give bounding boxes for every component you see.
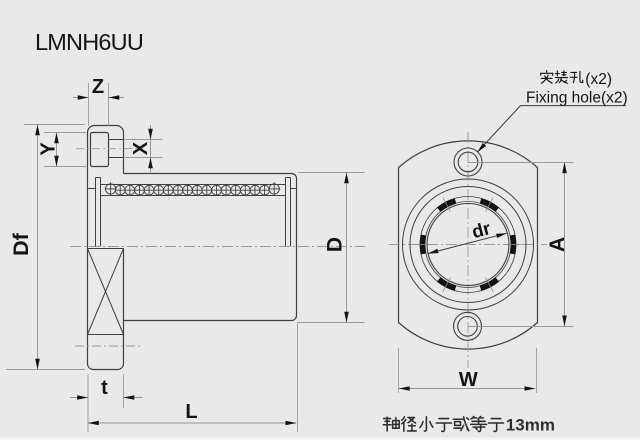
svg-text:13mm: 13mm <box>506 416 555 435</box>
svg-text:Df: Df <box>9 232 33 256</box>
svg-text:A: A <box>546 237 569 252</box>
svg-text:dr: dr <box>469 217 492 242</box>
svg-text:(x2): (x2) <box>585 71 612 88</box>
svg-text:Z: Z <box>92 76 104 98</box>
svg-text:Fixing hole(x2): Fixing hole(x2) <box>526 90 628 107</box>
svg-text:LMNH6UU: LMNH6UU <box>35 29 143 55</box>
svg-text:W: W <box>459 369 478 391</box>
svg-text:t: t <box>101 377 108 399</box>
svg-text:L: L <box>185 401 197 423</box>
svg-text:D: D <box>324 237 347 252</box>
svg-text:X: X <box>130 141 152 155</box>
svg-text:Y: Y <box>38 142 60 156</box>
